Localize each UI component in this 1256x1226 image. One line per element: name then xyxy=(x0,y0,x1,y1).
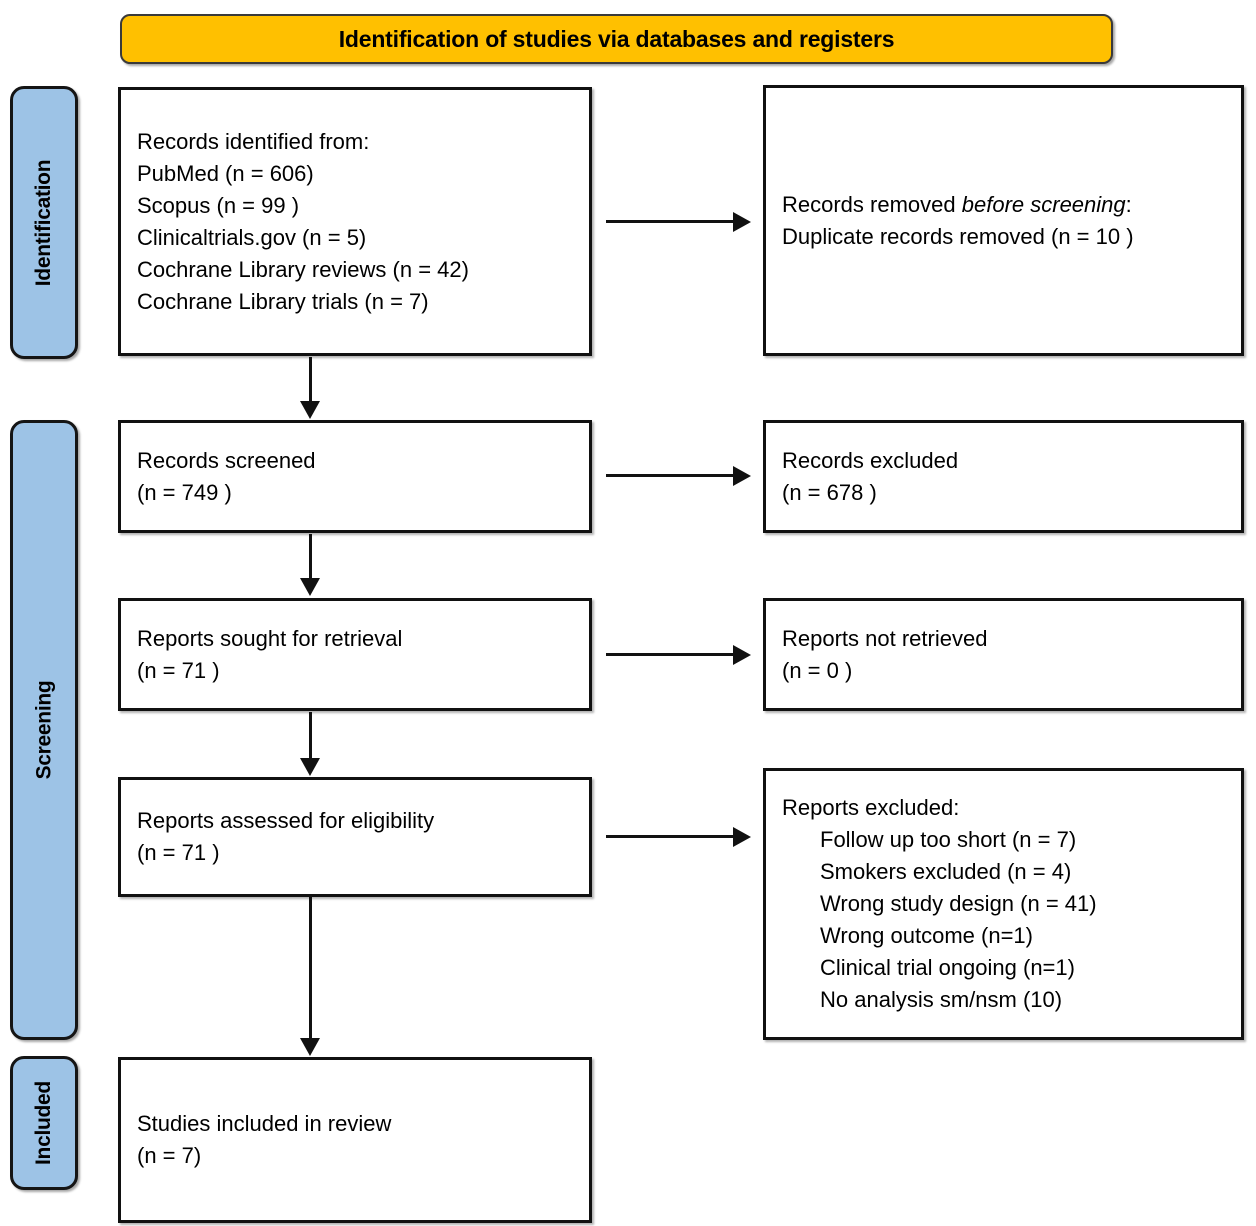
records-identified-line-0: Records identified from: xyxy=(137,128,370,154)
box-records-removed: Records removed before screening: Duplic… xyxy=(763,85,1244,356)
diagram-header-banner: Identification of studies via databases … xyxy=(120,14,1113,64)
reports-excluded-reason-3: Wrong outcome (n=1) xyxy=(820,923,1033,948)
box-reports-assessed: Reports assessed for eligibility (n = 71… xyxy=(118,777,592,897)
reports-assessed-count: (n = 71 ) xyxy=(137,840,220,865)
box-records-excluded: Records excluded (n = 678 ) xyxy=(763,420,1244,533)
reports-sought-label: Reports sought for retrieval xyxy=(137,625,403,651)
box-reports-not-retrieved: Reports not retrieved (n = 0 ) xyxy=(763,598,1244,711)
records-removed-heading: Records removed before screening: xyxy=(782,189,1225,221)
records-removed-prefix: Records removed xyxy=(782,191,962,217)
stage-label-included: Included xyxy=(10,1056,78,1190)
stage-label-screening-text: Screening xyxy=(32,680,55,780)
reports-excluded-reason-1: Smokers excluded (n = 4) xyxy=(820,859,1072,884)
reports-not-retrieved-count: (n = 0 ) xyxy=(782,657,853,683)
arrow-assessed-to-included xyxy=(300,897,320,1056)
arrow-screened-to-sought xyxy=(300,534,320,596)
reports-sought-count: (n = 71 ) xyxy=(137,657,220,683)
records-removed-duplicates: Duplicate records removed (n = 10 ) xyxy=(782,223,1134,249)
records-screened-count: (n = 749 ) xyxy=(137,479,232,505)
arrow-screened-to-excluded xyxy=(606,465,751,486)
records-screened-label: Records screened xyxy=(137,447,316,473)
records-identified-line-4: Cochrane Library reviews (n = 42) xyxy=(137,256,469,282)
reports-excluded-reason-4: Clinical trial ongoing (n=1) xyxy=(820,955,1075,980)
studies-included-count: (n = 7) xyxy=(137,1143,202,1168)
arrow-assessed-to-reportsexcluded xyxy=(606,826,751,847)
records-removed-emphasis: before screening xyxy=(961,191,1126,217)
arrow-sought-to-assessed xyxy=(300,712,320,776)
stage-label-identification: Identification xyxy=(10,86,78,359)
reports-excluded-reason-5: No analysis sm/nsm (10) xyxy=(820,987,1063,1012)
records-identified-line-3: Clinicaltrials.gov (n = 5) xyxy=(137,224,367,250)
reports-excluded-title: Reports excluded: xyxy=(782,795,960,820)
records-excluded-label: Records excluded xyxy=(782,447,959,473)
reports-assessed-label: Reports assessed for eligibility xyxy=(137,808,435,833)
box-studies-included: Studies included in review (n = 7) xyxy=(118,1057,592,1223)
stage-label-included-text: Included xyxy=(32,1081,56,1165)
reports-excluded-reason-2: Wrong study design (n = 41) xyxy=(820,891,1097,916)
box-reports-sought: Reports sought for retrieval (n = 71 ) xyxy=(118,598,592,711)
records-excluded-count: (n = 678 ) xyxy=(782,479,877,505)
records-removed-suffix: : xyxy=(1125,191,1132,217)
diagram-title: Identification of studies via databases … xyxy=(338,25,895,52)
reports-not-retrieved-label: Reports not retrieved xyxy=(782,625,988,651)
arrow-identified-to-screened xyxy=(300,357,320,419)
box-records-identified: Records identified from: PubMed (n = 606… xyxy=(118,87,592,356)
records-identified-line-2: Scopus (n = 99 ) xyxy=(137,192,300,218)
stage-label-screening: Screening xyxy=(10,420,78,1040)
box-records-screened: Records screened (n = 749 ) xyxy=(118,420,592,533)
box-reports-excluded: Reports excluded: Follow up too short (n… xyxy=(763,768,1244,1040)
arrow-sought-to-notretrieved xyxy=(606,644,751,665)
studies-included-label: Studies included in review xyxy=(137,1111,392,1136)
arrow-identified-to-removed xyxy=(606,211,751,232)
reports-excluded-reason-0: Follow up too short (n = 7) xyxy=(820,827,1077,852)
stage-label-identification-text: Identification xyxy=(32,159,55,286)
records-identified-line-1: PubMed (n = 606) xyxy=(137,160,314,186)
records-identified-line-5: Cochrane Library trials (n = 7) xyxy=(137,288,429,314)
